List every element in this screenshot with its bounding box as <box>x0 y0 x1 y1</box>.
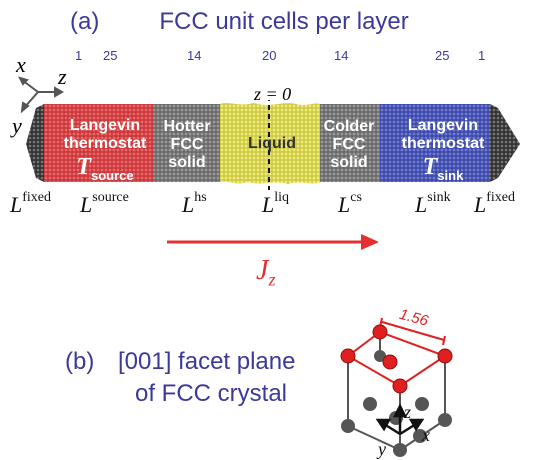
hotter-region <box>154 104 220 182</box>
fcc-crystal: 1.56 z x y <box>340 306 453 459</box>
cube-edges <box>347 356 446 451</box>
colder-label-line3: solid <box>330 154 368 171</box>
source-label-line2: thermostat <box>63 135 147 152</box>
hotter-label-line1: Hotter <box>163 118 211 135</box>
dimension-label: 1.56 <box>397 306 430 330</box>
L-source-sup: source <box>92 190 129 205</box>
coordinate-axes <box>18 76 65 114</box>
hotter-label-line2: FCC <box>170 136 204 153</box>
L-sink-sup: sink <box>427 190 451 205</box>
flux-sub: z <box>268 269 276 290</box>
L-hs-sup: hs <box>194 190 207 205</box>
L-liq-base: L <box>262 192 275 217</box>
crystal-axes <box>375 403 425 436</box>
L-cs-base: L <box>338 192 351 217</box>
axis-y-label: y <box>12 113 22 138</box>
gray-atoms <box>341 350 452 457</box>
L-hs: Lhs <box>182 190 207 218</box>
t-source: Tsource <box>50 153 160 190</box>
simulation-cell <box>26 100 520 190</box>
source-label: Langevin thermostat Tsource <box>50 117 160 190</box>
flux-J: J <box>256 255 269 286</box>
flux-label: Jz <box>256 255 275 291</box>
count-fixed-left: 1 <box>75 48 83 63</box>
L-fixed-left-sup: fixed <box>22 190 52 205</box>
L-liq: Lliq <box>262 190 290 218</box>
L-fixed-right-sup: fixed <box>486 190 516 205</box>
count-colder: 14 <box>334 48 349 63</box>
L-source: Lsource <box>80 190 129 218</box>
t-sink-base: T <box>422 154 438 180</box>
liquid-label-line1: Liquid <box>248 135 296 152</box>
heat-flux-arrow <box>167 234 379 250</box>
L-source-base: L <box>80 192 93 217</box>
red-atoms <box>340 324 453 394</box>
t-source-sub: source <box>91 167 134 183</box>
axis-z-label: z <box>58 64 67 89</box>
t-source-base: T <box>76 154 92 180</box>
L-fixed-right: Lfixed <box>474 190 516 218</box>
colder-label: Colder FCC solid <box>316 118 382 172</box>
source-label-line1: Langevin <box>69 117 141 134</box>
colder-region <box>320 104 380 182</box>
L-liq-sup: liq <box>274 190 290 205</box>
sink-label-line1: Langevin <box>407 117 479 134</box>
hotter-label: Hotter FCC solid <box>155 118 219 172</box>
panel-b-line2: of FCC crystal <box>135 380 288 407</box>
panel-a-title-text: FCC unit cells per layer <box>159 8 409 35</box>
sink-label-line2: thermostat <box>401 135 485 152</box>
fixed-left-region <box>26 104 44 182</box>
L-fixed-right-base: L <box>474 192 487 217</box>
fixed-right-region <box>490 104 520 182</box>
crystal-axis-x: x <box>421 425 430 445</box>
t-sink-sub: sink <box>437 167 464 183</box>
sink-region <box>380 104 490 182</box>
count-sink: 25 <box>435 48 450 63</box>
panel-a-label: (a) <box>70 8 100 35</box>
panel-b-line1: [001] facet plane <box>118 348 296 375</box>
crystal-axis-y: y <box>376 439 386 459</box>
L-cs: Lcs <box>338 190 362 218</box>
crystal-axis-z: z <box>403 402 411 422</box>
axis-x-label: x <box>16 52 26 77</box>
z-zero-label: z = 0 <box>254 84 292 104</box>
panel-a-title: (a) FCC unit cells per layer <box>70 8 409 36</box>
colder-label-line1: Colder <box>323 118 375 135</box>
liquid-label: Liquid <box>234 135 310 153</box>
L-sink: Lsink <box>415 190 451 218</box>
count-liquid: 20 <box>262 48 277 63</box>
source-region <box>44 104 154 182</box>
L-fixed-left: Lfixed <box>10 190 52 218</box>
count-hotter: 14 <box>187 48 202 63</box>
colder-label-line2: FCC <box>332 136 366 153</box>
L-cs-sup: cs <box>350 190 362 205</box>
L-fixed-left-base: L <box>10 192 23 217</box>
count-source: 25 <box>103 48 118 63</box>
t-sink: Tsink <box>388 153 498 190</box>
count-fixed-right: 1 <box>478 48 486 63</box>
sink-label: Langevin thermostat Tsink <box>388 117 498 190</box>
L-hs-base: L <box>182 192 195 217</box>
panel-b-label: (b) <box>65 348 95 375</box>
hotter-label-line3: solid <box>168 154 206 171</box>
L-sink-base: L <box>415 192 428 217</box>
